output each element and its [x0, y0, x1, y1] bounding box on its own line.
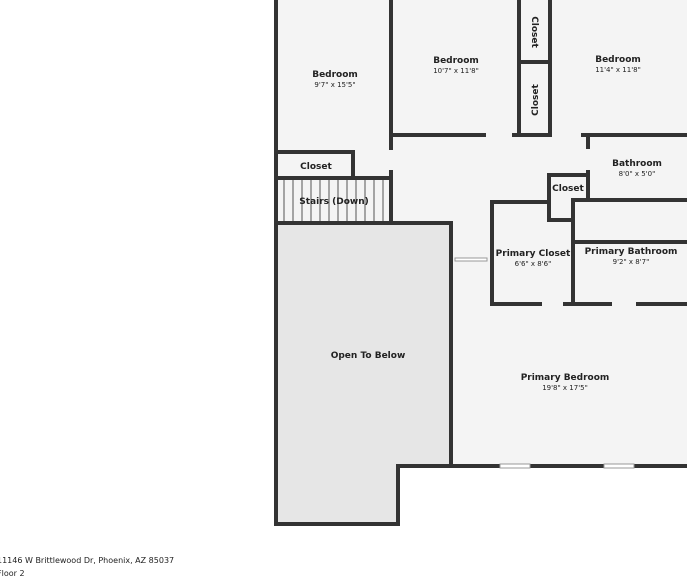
floor-label: Floor 2: [0, 569, 25, 578]
open-to-below-name: Open To Below: [331, 351, 406, 361]
bathroom-dims: 8'0" x 5'0": [619, 170, 656, 178]
bedroom-left-name: Bedroom: [312, 70, 358, 80]
bathroom-name: Bathroom: [612, 159, 662, 169]
windows: [454, 257, 635, 469]
bedroom-left-dims: 9'7" x 15'5": [314, 81, 355, 89]
closet-hall-name: Closet: [552, 184, 584, 194]
bedroom-mid-dims: 10'7" x 11'8": [433, 67, 479, 75]
closet-mid-name: Closet: [531, 83, 541, 115]
closet-left-name: Closet: [300, 162, 332, 172]
primary-bathroom-name: Primary Bathroom: [585, 247, 678, 257]
stairs-name: Stairs (Down): [299, 197, 368, 207]
closet-top-name: Closet: [529, 16, 539, 48]
bedroom-mid-name: Bedroom: [433, 56, 479, 66]
primary-bedroom-name: Primary Bedroom: [521, 373, 610, 383]
primary-closet-dims: 6'6" x 8'6": [515, 260, 552, 268]
open-to-below-area: [276, 225, 451, 524]
walls: [274, 0, 687, 526]
primary-closet-name: Primary Closet: [496, 249, 571, 259]
bedroom-right-dims: 11'4" x 11'8": [595, 66, 641, 74]
primary-bathroom-dims: 9'2" x 8'7": [613, 258, 650, 266]
address-caption: 11146 W Brittlewood Dr, Phoenix, AZ 8503…: [0, 556, 175, 565]
stairs-treads: [283, 180, 384, 222]
primary-bedroom-dims: 19'8" x 17'5": [542, 384, 588, 392]
bedroom-right-name: Bedroom: [595, 55, 641, 65]
